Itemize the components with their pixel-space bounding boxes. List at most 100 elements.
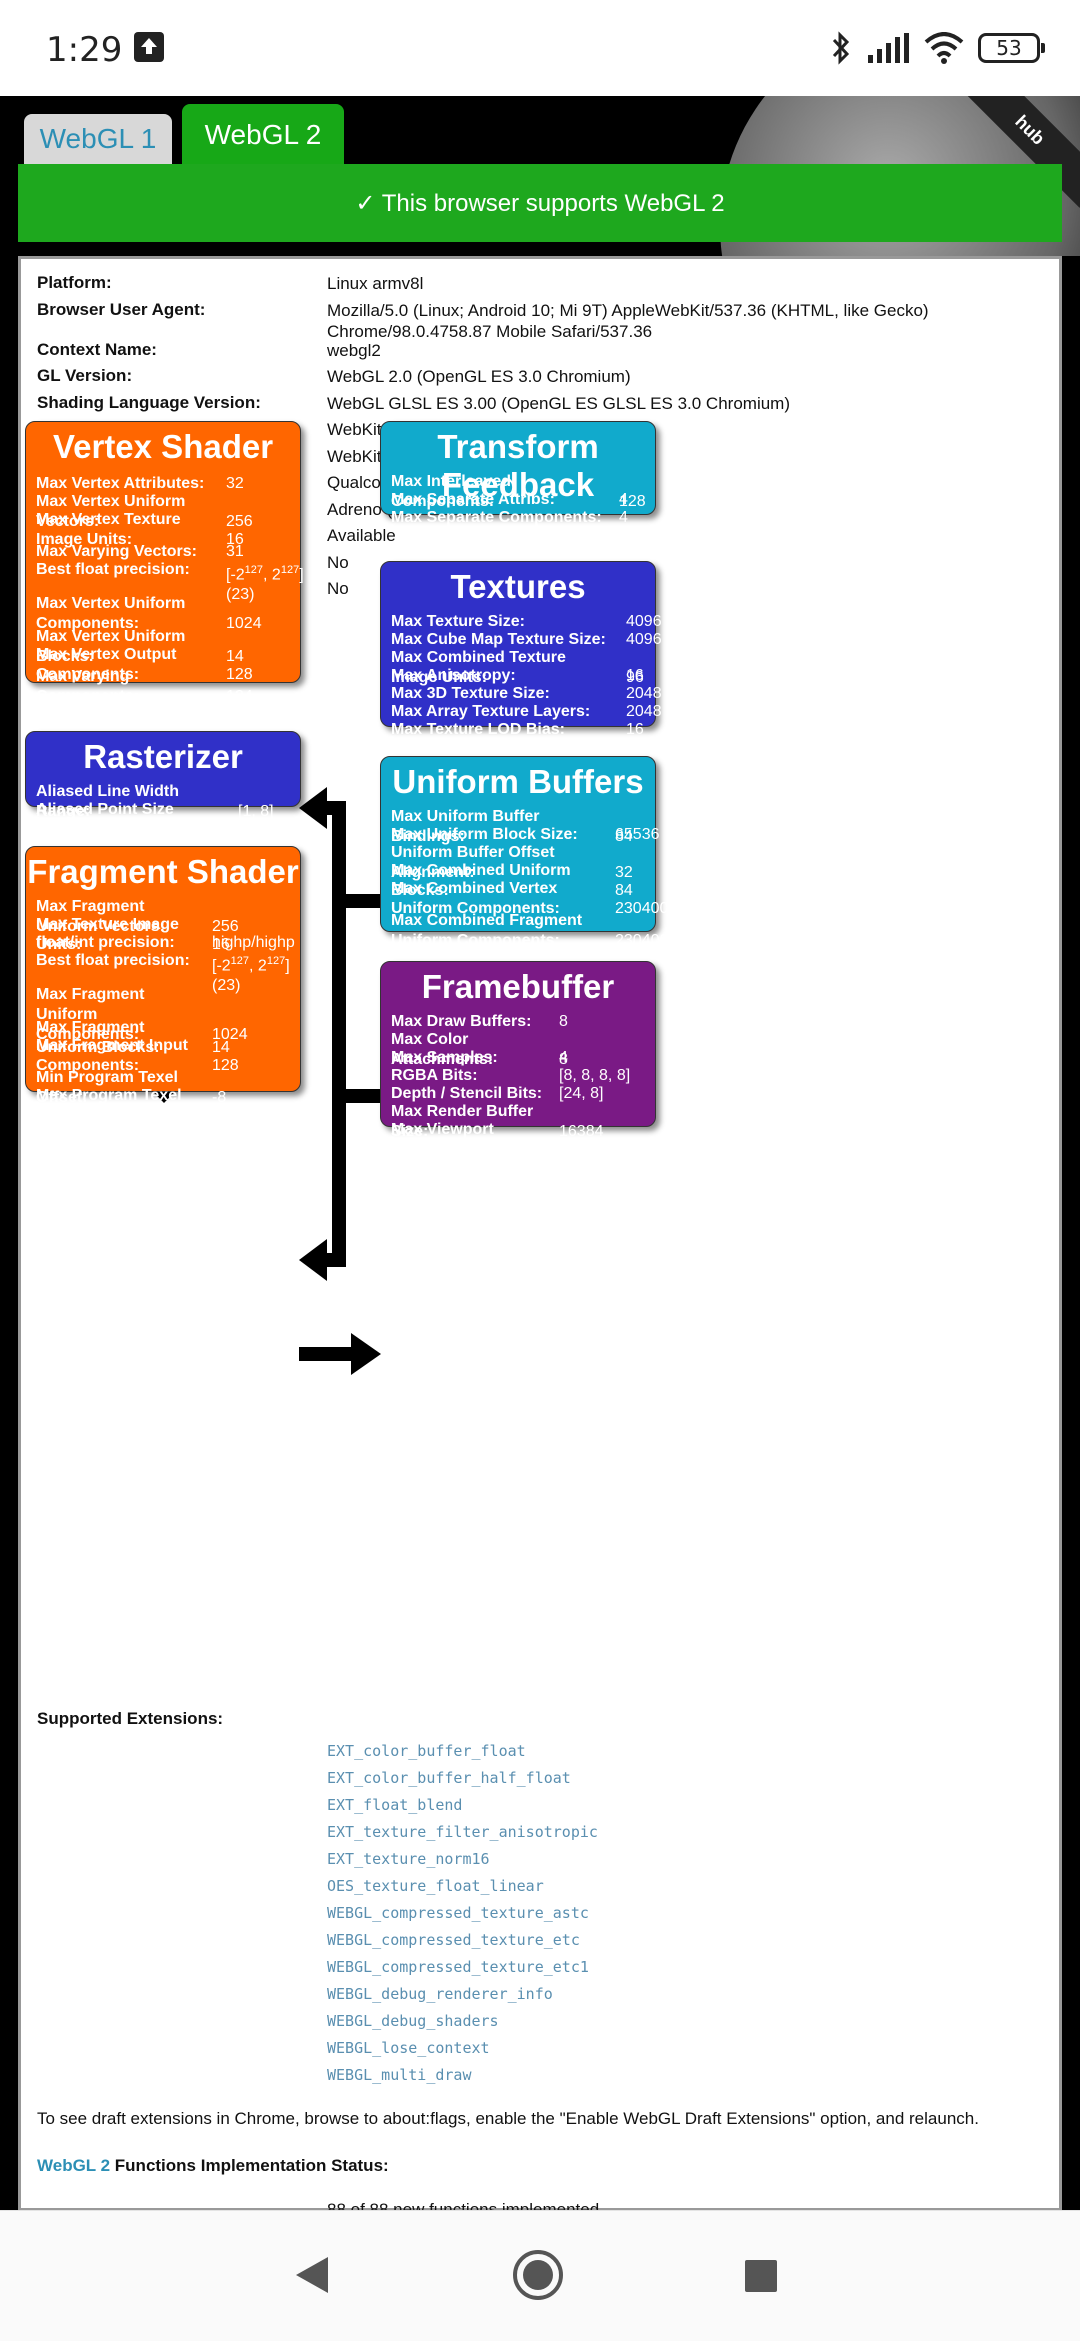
row-key: RGBA Bits: bbox=[391, 1067, 478, 1084]
row-key: Max Uniform Buffer Bindings: bbox=[391, 808, 540, 845]
info-value: Available bbox=[327, 526, 396, 545]
info-value: WebKit bbox=[327, 420, 382, 439]
row-value: [1, 1023] bbox=[238, 821, 301, 838]
row-value: 230400 bbox=[615, 900, 669, 917]
textures-row: Max Array Texture Layers: 2048 bbox=[391, 702, 662, 722]
row-value: [1, 8] bbox=[238, 803, 274, 820]
vertex-row: Max Vertex Uniform Components:1024 bbox=[36, 594, 262, 634]
extension-item[interactable]: OES_texture_float_linear bbox=[327, 1877, 544, 1895]
bluetooth-icon bbox=[832, 31, 850, 65]
transform-row: Max Separate Components:4 bbox=[391, 508, 628, 528]
row-value: -8 bbox=[212, 1089, 227, 1106]
row-key: Max Uniform Block Size: bbox=[391, 826, 578, 843]
row-value: [16384, 16384] bbox=[559, 1141, 666, 1158]
info-value: WebGL GLSL ES 3.00 (OpenGL ES GLSL ES 3.… bbox=[327, 393, 790, 413]
uniform-row: Max Combined Uniform Blocks:84 bbox=[391, 861, 633, 901]
fragment-title: Fragment Shader bbox=[27, 853, 299, 890]
row-key: Aliased Point Size Range: bbox=[36, 801, 174, 838]
uniform-row: Max Combined Vertex Uniform Components:2… bbox=[391, 879, 668, 919]
textures-row: Max Cube Map Texture Size:4096 bbox=[391, 630, 662, 650]
extensions-label: Supported Extensions: bbox=[37, 1709, 224, 1728]
row-key: Max Vertex Uniform Vectors: bbox=[36, 493, 186, 530]
rasterizer-row: Aliased Line Width Range: [1, 8] bbox=[36, 782, 274, 822]
row-value: 2048 bbox=[626, 703, 662, 720]
row-value: 128 bbox=[619, 493, 646, 510]
extension-item[interactable]: WEBGL_compressed_texture_etc1 bbox=[327, 1958, 589, 1976]
row-key: Max Texture LOD Bias: bbox=[391, 721, 565, 738]
rasterizer-row: Aliased Point Size Range: [1, 1023] bbox=[36, 800, 300, 840]
row-key: Max Viewport Dimensions: bbox=[391, 1121, 494, 1158]
textures-row: Max Combined Texture Image Units:96 bbox=[391, 648, 644, 688]
fragment-row: Min Program Texel Offset: -8 bbox=[36, 1068, 226, 1108]
row-key: Max Program Texel Offset: bbox=[36, 1087, 182, 1124]
extension-item[interactable]: WEBGL_compressed_texture_etc bbox=[327, 1931, 580, 1949]
fragment-row: float/int precision:highp/highp bbox=[36, 933, 295, 953]
vertex-row: Best float precision:[-2127, 2127](23) bbox=[36, 560, 304, 603]
row-value: 256 bbox=[226, 513, 253, 530]
status-icons: 53 bbox=[830, 28, 1045, 68]
back-icon[interactable] bbox=[294, 2255, 330, 2295]
row-value: 84 bbox=[615, 828, 633, 845]
row-value: 32 bbox=[615, 864, 633, 881]
row-key: Max Array Texture Layers: bbox=[391, 703, 591, 720]
textures-row: Max 3D Texture Size: 2048 bbox=[391, 684, 662, 704]
row-key: Max Vertex Uniform Components: bbox=[36, 595, 186, 632]
status-bar: 1:29 53 bbox=[0, 0, 1080, 96]
row-key: Max Draw Buffers: bbox=[391, 1013, 532, 1030]
extension-item[interactable]: WEBGL_debug_renderer_info bbox=[327, 1985, 553, 2003]
row-key: Max Combined Fragment Uniform Components… bbox=[391, 912, 583, 949]
extension-item[interactable]: EXT_float_blend bbox=[327, 1796, 463, 1814]
row-key: Max Interleaved Components: bbox=[391, 473, 512, 510]
functions-link[interactable]: WebGL 2 bbox=[37, 2156, 111, 2175]
row-value: 2048 bbox=[626, 685, 662, 702]
extension-item[interactable]: EXT_color_buffer_float bbox=[327, 1742, 526, 1760]
framebuffer-row: Max Render Buffer Size:16384 bbox=[391, 1102, 604, 1142]
textures-row: Max Anisotropy:16 bbox=[391, 666, 644, 686]
row-value: highp/highp bbox=[212, 934, 295, 951]
row-value: 7 bbox=[212, 1107, 221, 1124]
info-value: webgl2 bbox=[327, 340, 381, 360]
extension-item[interactable]: EXT_texture_filter_anisotropic bbox=[327, 1823, 598, 1841]
tab-webgl1[interactable]: WebGL 1 bbox=[24, 114, 172, 164]
framebuffer-row: RGBA Bits:[8, 8, 8, 8] bbox=[391, 1066, 630, 1086]
vertex-row: Max Vertex Uniform Blocks:14 bbox=[36, 627, 244, 667]
home-icon[interactable] bbox=[512, 2249, 564, 2301]
vertex-row: Max Vertex Output Components:128 bbox=[36, 645, 253, 685]
info-value: Linux armv8l bbox=[327, 274, 424, 293]
row-key: Max 3D Texture Size: bbox=[391, 685, 550, 702]
uniform-row: Max Combined Fragment Uniform Components… bbox=[391, 911, 668, 951]
row-value: [-2127, 2127](23) bbox=[212, 955, 290, 995]
uniform-row: Max Uniform Block Size:65536 bbox=[391, 825, 660, 845]
row-key: Max Samples: bbox=[391, 1049, 498, 1066]
tab-webgl2[interactable]: WebGL 2 bbox=[182, 104, 344, 166]
info-key: Browser User Agent: bbox=[37, 299, 206, 319]
vertex-title: Vertex Shader bbox=[52, 428, 274, 465]
row-value: 4 bbox=[619, 491, 628, 508]
row-key: Min Program Texel Offset: bbox=[36, 1069, 178, 1106]
extension-item[interactable]: WEBGL_compressed_texture_astc bbox=[327, 1904, 589, 1922]
info-value: Mozilla/5.0 (Linux; Android 10; Mi 9T) A… bbox=[327, 300, 929, 341]
recents-icon[interactable] bbox=[744, 2259, 778, 2293]
row-key: Max Vertex Output Components: bbox=[36, 646, 177, 683]
extension-item[interactable]: EXT_texture_norm16 bbox=[327, 1850, 490, 1868]
textures-row: Max Texture LOD Bias: 16 bbox=[391, 720, 644, 740]
row-key: Max Fragment Input Components: bbox=[36, 1037, 189, 1074]
arrow-bus bbox=[332, 801, 346, 1267]
row-key: Aliased Line Width Range: bbox=[36, 783, 179, 820]
extension-item[interactable]: EXT_color_buffer_half_float bbox=[327, 1769, 571, 1787]
framebuffer-row: Depth / Stencil Bits:[24, 8] bbox=[391, 1084, 603, 1104]
row-value: 4 bbox=[559, 1049, 568, 1066]
row-key: Max Varying Vectors: bbox=[36, 543, 197, 560]
row-key: Max Separate Attribs: bbox=[391, 491, 555, 508]
extension-item[interactable]: WEBGL_lose_context bbox=[327, 2039, 490, 2057]
row-value: 31 bbox=[226, 543, 244, 560]
info-key: Shading Language Version: bbox=[37, 392, 261, 412]
functions-heading: WebGL 2 Functions Implementation Status: bbox=[37, 2156, 389, 2175]
extension-item[interactable]: WEBGL_multi_draw bbox=[327, 2066, 472, 2084]
extension-item[interactable]: WEBGL_debug_shaders bbox=[327, 2012, 499, 2030]
row-value: 16 bbox=[626, 721, 644, 738]
